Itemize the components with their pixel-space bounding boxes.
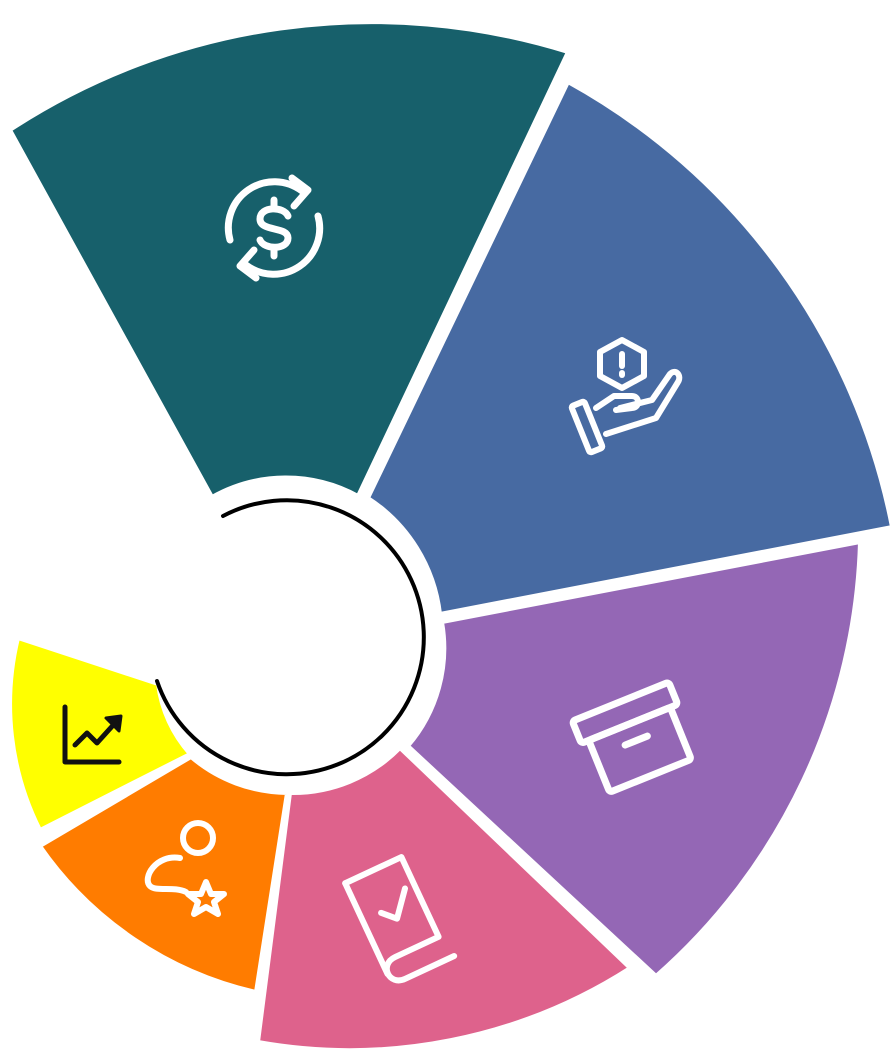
dollar-cycle-icon <box>224 174 324 282</box>
segment-growth[interactable] <box>8 635 194 833</box>
segment-approval-wedge <box>255 745 634 1053</box>
segment-talent-wedge <box>37 754 290 995</box>
segment-approval[interactable] <box>255 745 634 1053</box>
center-ring <box>155 498 426 777</box>
hand-warning-icon <box>568 337 683 456</box>
center-hub <box>152 498 426 777</box>
segment-finance[interactable] <box>7 20 571 500</box>
segment-archive-wedge <box>405 539 863 979</box>
segment-finance-wedge <box>7 20 571 500</box>
user-star-icon <box>144 820 227 917</box>
archive-box-icon <box>569 679 694 795</box>
checked-document-icon <box>342 854 458 984</box>
segment-growth-wedge <box>8 635 194 833</box>
center-disc <box>152 501 424 773</box>
segment-talent[interactable] <box>37 754 290 995</box>
segment-archive[interactable] <box>405 539 863 979</box>
trending-chart-icon <box>62 704 123 765</box>
segment-risk[interactable] <box>365 79 892 617</box>
segment-risk-wedge <box>365 79 892 617</box>
